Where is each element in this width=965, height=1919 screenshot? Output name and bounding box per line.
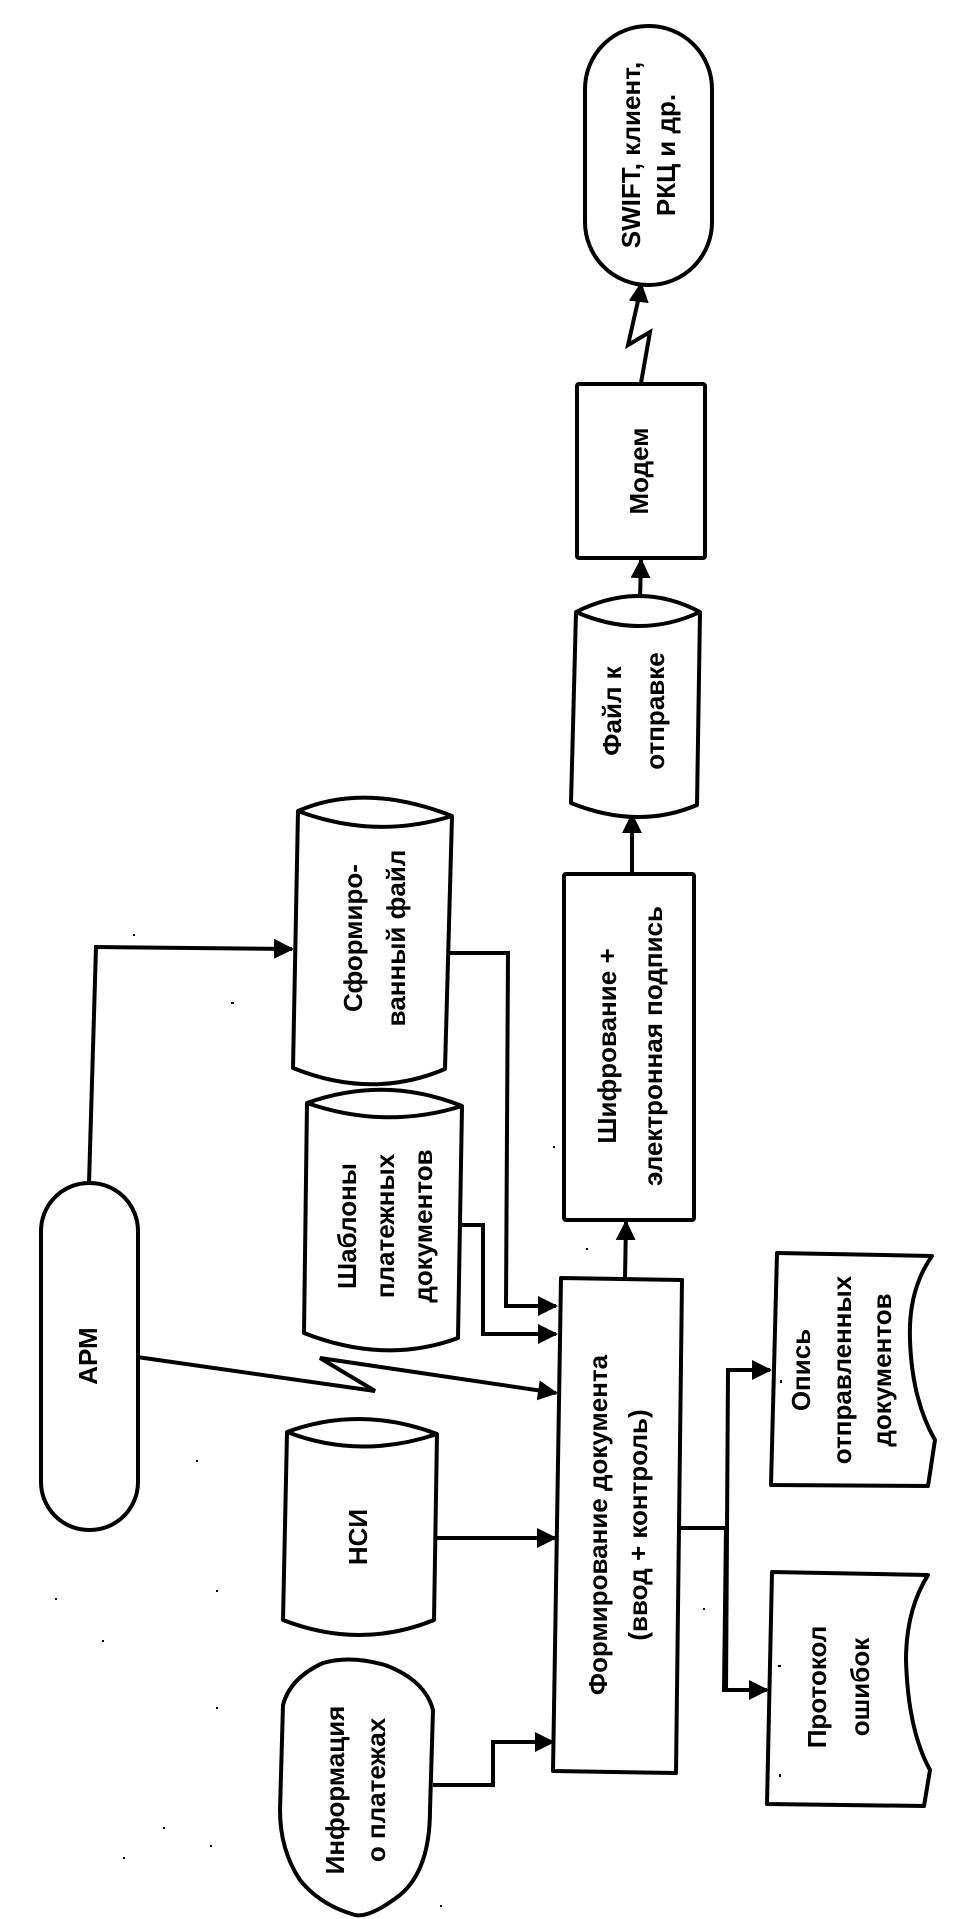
node-encryption-label-line-1: Шифрование + bbox=[592, 948, 622, 1143]
edge-doc-formation-to-error-log bbox=[721, 1527, 769, 1700]
node-doc-formation-label-line-2: (ввод + контроль) bbox=[623, 1409, 653, 1640]
node-payment-info-label-line-1: Информация bbox=[320, 1706, 350, 1875]
node-templates-label-line-2: платежных bbox=[370, 1153, 400, 1298]
node-formed-file-label-line-2: ванный файл bbox=[381, 850, 411, 1027]
node-modem-process: Модем bbox=[575, 382, 707, 560]
edge-file-to-send-to-modem bbox=[630, 558, 651, 601]
node-file-to-send-label-line-2: отправке bbox=[640, 652, 670, 769]
node-templates-storage: Шаблоны платежных документов bbox=[302, 1087, 464, 1353]
edge-payment-info-to-doc-formation bbox=[433, 1732, 555, 1787]
node-file-to-send-label-line-1: Файл к bbox=[597, 665, 627, 755]
node-doc-formation-process: Формирование документа (ввод + контроль) bbox=[551, 1276, 684, 1775]
edge-arm-to-formed-file bbox=[87, 938, 294, 1184]
edge-formed-file-to-doc-formation bbox=[450, 951, 558, 1316]
edge-templates-to-doc-formation bbox=[462, 1223, 558, 1344]
node-sent-inventory-label-line-1: Опись bbox=[786, 1329, 816, 1411]
node-doc-formation-label-line-1: Формирование документа bbox=[583, 1354, 613, 1695]
node-error-log-label-line-1: Протокол bbox=[802, 1626, 832, 1749]
node-encryption-process: Шифрование + электронная подпись bbox=[562, 872, 696, 1222]
node-formed-file-label-line-1: Сформиро- bbox=[338, 864, 368, 1012]
edge-doc-formation-to-sent-inventory bbox=[724, 1360, 772, 1691]
node-file-to-send-storage: Файл к отправке bbox=[569, 594, 702, 819]
node-nsi-label: НСИ bbox=[343, 1509, 373, 1565]
node-swift-label-line-1: SWIFT, клиент, bbox=[616, 62, 646, 248]
node-sent-inventory-document: Опись отправленных документов bbox=[769, 1251, 937, 1488]
node-arm-label: АРМ bbox=[73, 1327, 103, 1384]
node-error-log-label-line-2: ошибок bbox=[845, 1637, 875, 1736]
node-arm-terminator: АРМ bbox=[39, 1181, 140, 1532]
edge-doc-formation-to-encryption bbox=[615, 1220, 636, 1279]
node-payment-info-terminator: Информация о платежах bbox=[278, 1657, 435, 1918]
node-formed-file-storage: Сформиро- ванный файл bbox=[291, 795, 454, 1087]
node-modem-label: Модем bbox=[624, 427, 654, 514]
node-error-log-document: Протокол ошибок bbox=[765, 1570, 932, 1808]
node-sent-inventory-label-line-2: отправленных bbox=[827, 1275, 857, 1464]
node-payment-info-label-line-2: о платежах bbox=[361, 1717, 391, 1862]
edge-modem-to-swift bbox=[625, 282, 653, 384]
edges bbox=[87, 282, 772, 1787]
node-templates-label-line-3: документов bbox=[408, 1149, 438, 1302]
edge-arm-to-doc-formation bbox=[136, 1355, 558, 1401]
node-templates-label-line-1: Шаблоны bbox=[332, 1163, 362, 1289]
node-encryption-label-line-2: электронная подпись bbox=[638, 906, 668, 1186]
node-nsi-storage: НСИ bbox=[281, 1417, 439, 1637]
scan-noise bbox=[55, 934, 924, 1907]
node-sent-inventory-label-line-3: документов bbox=[867, 1293, 897, 1446]
node-swift-label-line-2: РКЦ и др. bbox=[651, 94, 681, 216]
node-swift-terminator: SWIFT, клиент, РКЦ и др. bbox=[583, 24, 714, 287]
